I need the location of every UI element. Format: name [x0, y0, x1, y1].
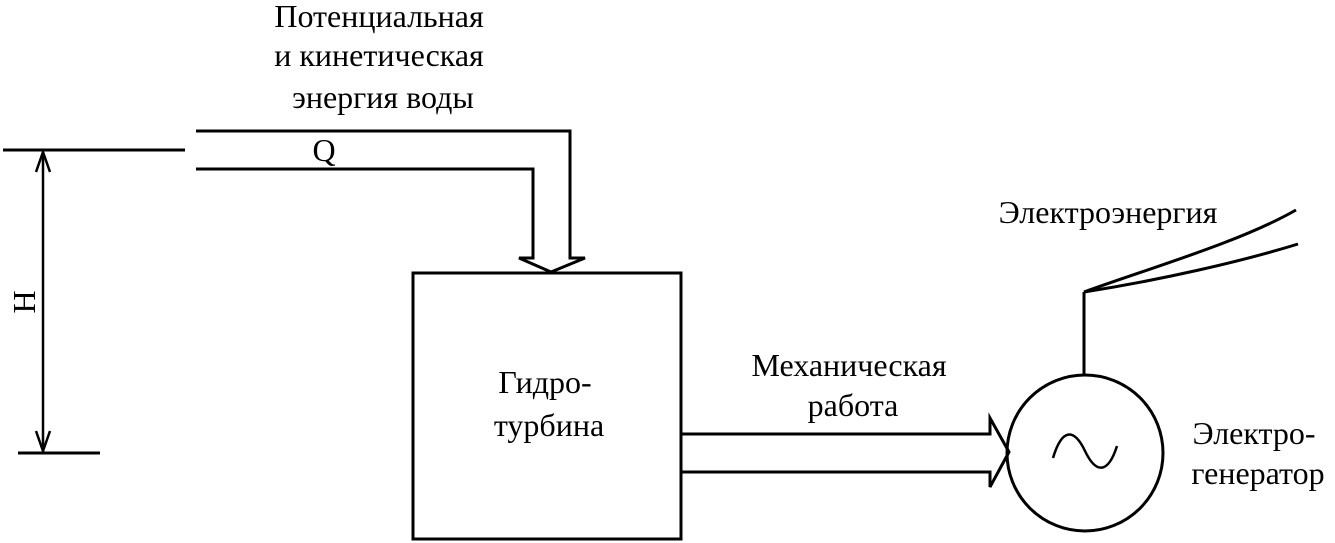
turbine-label: Гидро- турбина	[494, 364, 604, 443]
water-flow-channel: Q	[196, 129, 586, 274]
output-wire-lower	[1083, 242, 1299, 294]
hydro-turbine-block: Гидро- турбина	[411, 271, 683, 541]
generator-line-2: генератор	[1191, 455, 1324, 491]
turbine-line-2: турбина	[494, 407, 604, 443]
mechanical-work-line-2: работа	[808, 387, 899, 423]
electric-energy-output: Электроэнергия	[999, 194, 1299, 375]
flow-label: Q	[312, 132, 335, 168]
turbine-box	[411, 271, 683, 541]
head-label: H	[6, 290, 42, 313]
generator-label: Электро- генератор	[1191, 415, 1324, 491]
head-arrow-up-icon	[34, 148, 52, 173]
water-energy-line-3: энергия воды	[292, 79, 474, 115]
mechanical-work-flow: Механическая работа	[681, 347, 1011, 488]
mechanical-work-arrow	[681, 412, 1011, 488]
water-energy-label: Потенциальная и кинетическая энергия вод…	[274, 0, 492, 115]
generator-line-1: Электро-	[1192, 415, 1315, 451]
electric-generator: Электро- генератор	[1005, 373, 1325, 533]
head-dimension: H	[3, 148, 185, 455]
electric-energy-label: Электроэнергия	[999, 194, 1218, 230]
head-arrow-down-icon	[34, 430, 52, 455]
turbine-line-1: Гидро-	[498, 364, 591, 400]
sine-wave-icon	[1051, 433, 1119, 469]
mechanical-work-label: Механическая работа	[751, 347, 954, 423]
water-energy-line-1: Потенциальная	[274, 0, 484, 34]
water-flow-arrow	[196, 129, 586, 274]
mechanical-work-line-1: Механическая	[751, 347, 946, 383]
output-wire-upper	[1083, 208, 1297, 294]
water-energy-line-2: и кинетическая	[274, 37, 484, 73]
